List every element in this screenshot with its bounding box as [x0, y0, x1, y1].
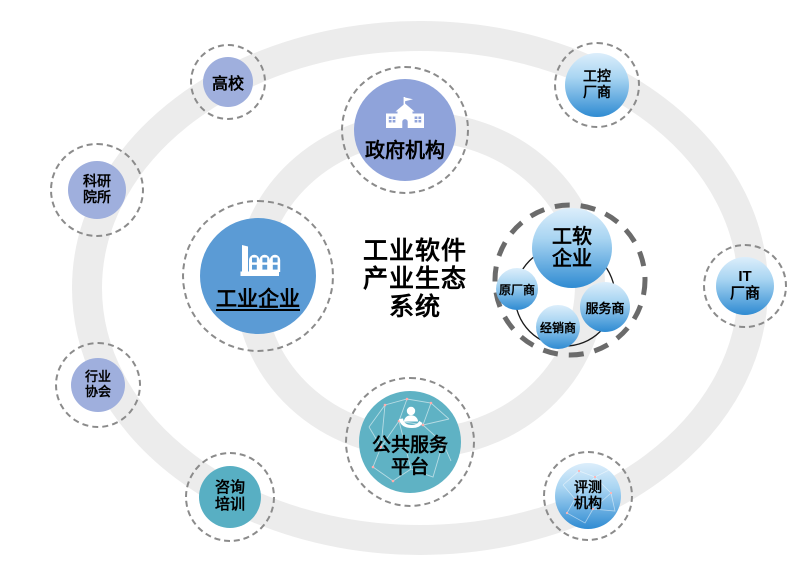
- universities-dashed-ring: [190, 44, 266, 120]
- platform-label-line-2: 平台: [390, 456, 429, 478]
- service-provider-circle: 服务商: [580, 282, 630, 332]
- evaluation-dashed-ring: [543, 451, 633, 541]
- government-label: 政府机构: [365, 140, 445, 162]
- universities-label: 高校: [211, 76, 244, 93]
- network-mesh-pattern: [562, 468, 616, 524]
- industrial-label: 工业企业: [216, 287, 300, 311]
- title-line-3: 系统: [388, 293, 441, 321]
- industrial-circle: 工业企业: [200, 218, 316, 334]
- universities-circle: 高校: [203, 57, 253, 107]
- node-industrial-enterprises: 工业企业: [182, 200, 334, 352]
- cluster-bold-dashed-ring: [492, 202, 648, 358]
- node-industry-association: 行业 协会: [55, 342, 141, 428]
- evaluation-label-line-1: 评测: [574, 479, 602, 496]
- diagram-title: 工业软件 产业生态 系统: [313, 237, 517, 321]
- software-enterprises-label-line-2: 企业: [552, 248, 592, 270]
- original-vendor-circle: 原厂商: [496, 268, 538, 310]
- node-government-agencies: 政府机构: [341, 66, 469, 194]
- it-vendors-dashed-ring: [703, 244, 787, 328]
- association-circle: 行业 协会: [71, 358, 125, 412]
- research-label-line-1: 科研: [83, 173, 111, 190]
- research-label-line-2: 院所: [83, 189, 111, 205]
- consulting-label-line-1: 咨询: [214, 479, 245, 497]
- evaluation-label-line-2: 机构: [574, 495, 602, 511]
- software-enterprises-circle: 工软 企业: [532, 208, 612, 288]
- software-enterprises-label-line-1: 工软: [552, 225, 592, 248]
- government-circle: 政府机构: [354, 79, 456, 181]
- service-provider-label: 服务商: [585, 300, 625, 316]
- it-vendors-circle: IT 厂商: [716, 257, 774, 315]
- distributor-circle: 经销商: [536, 305, 580, 349]
- consulting-circle: 咨询 培训: [199, 466, 261, 528]
- association-dashed-ring: [55, 342, 141, 428]
- research-dashed-ring: [50, 143, 144, 237]
- it-vendors-label-line-1: IT: [738, 268, 752, 286]
- title-line-2: 产业生态: [362, 265, 467, 293]
- distributor-label: 经销商: [539, 320, 576, 335]
- platform-circle: 公共服务 平台: [359, 391, 461, 493]
- service-hand-icon: [398, 407, 423, 429]
- node-it-vendors: IT 厂商: [703, 244, 787, 328]
- node-software-enterprise-cluster: 工软 企业 原厂商 经销商 服务商: [490, 200, 650, 360]
- platform-dashed-ring: [345, 377, 475, 507]
- platform-label-line-1: 公共服务: [371, 435, 448, 457]
- node-research-institutes: 科研 院所: [50, 143, 144, 237]
- node-public-service-platform: 公共服务 平台: [345, 377, 475, 507]
- node-evaluation-agencies: 评测 机构: [543, 451, 633, 541]
- title-line-1: 工业软件: [362, 237, 467, 265]
- evaluation-circle: 评测 机构: [555, 463, 621, 529]
- ics-vendors-dashed-ring: [554, 42, 640, 128]
- research-circle: 科研 院所: [68, 161, 126, 219]
- factory-icon: [240, 244, 281, 276]
- ics-vendors-label-line-2: 厂商: [583, 84, 611, 100]
- node-consulting-training: 咨询 培训: [185, 452, 275, 542]
- original-vendor-label: 原厂商: [498, 282, 535, 297]
- ics-vendors-circle: 工控 厂商: [565, 53, 629, 117]
- association-label-line-1: 行业: [84, 369, 111, 385]
- industrial-dashed-ring: [182, 200, 334, 352]
- node-ics-vendors: 工控 厂商: [554, 42, 640, 128]
- government-building-icon: [386, 97, 424, 128]
- node-universities: 高校: [190, 44, 266, 120]
- it-vendors-label-line-2: 厂商: [729, 285, 760, 302]
- consulting-label-line-2: 培训: [214, 496, 245, 513]
- consulting-dashed-ring: [185, 452, 275, 542]
- government-dashed-ring: [341, 66, 469, 194]
- association-label-line-2: 协会: [84, 384, 111, 399]
- ics-vendors-label-line-1: 工控: [583, 68, 611, 85]
